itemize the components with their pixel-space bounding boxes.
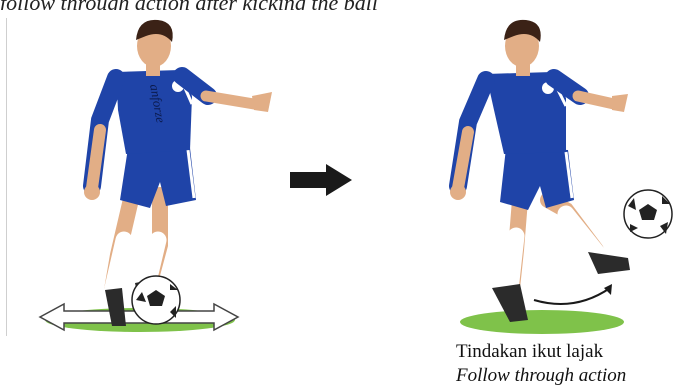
caption-english: Follow through action xyxy=(456,364,626,388)
left-ball xyxy=(132,276,180,324)
right-player xyxy=(450,20,672,334)
left-player: anforze xyxy=(40,20,272,332)
right-grass-patch xyxy=(460,310,624,334)
motion-arrow-icon xyxy=(534,288,610,304)
right-ball xyxy=(624,190,672,238)
caption-malay: Tindakan ikut lajak xyxy=(456,340,626,364)
figure-caption: Tindakan ikut lajak Follow through actio… xyxy=(456,340,626,388)
right-arrow-icon xyxy=(290,164,352,196)
kicking-illustration: anforze xyxy=(0,0,687,345)
